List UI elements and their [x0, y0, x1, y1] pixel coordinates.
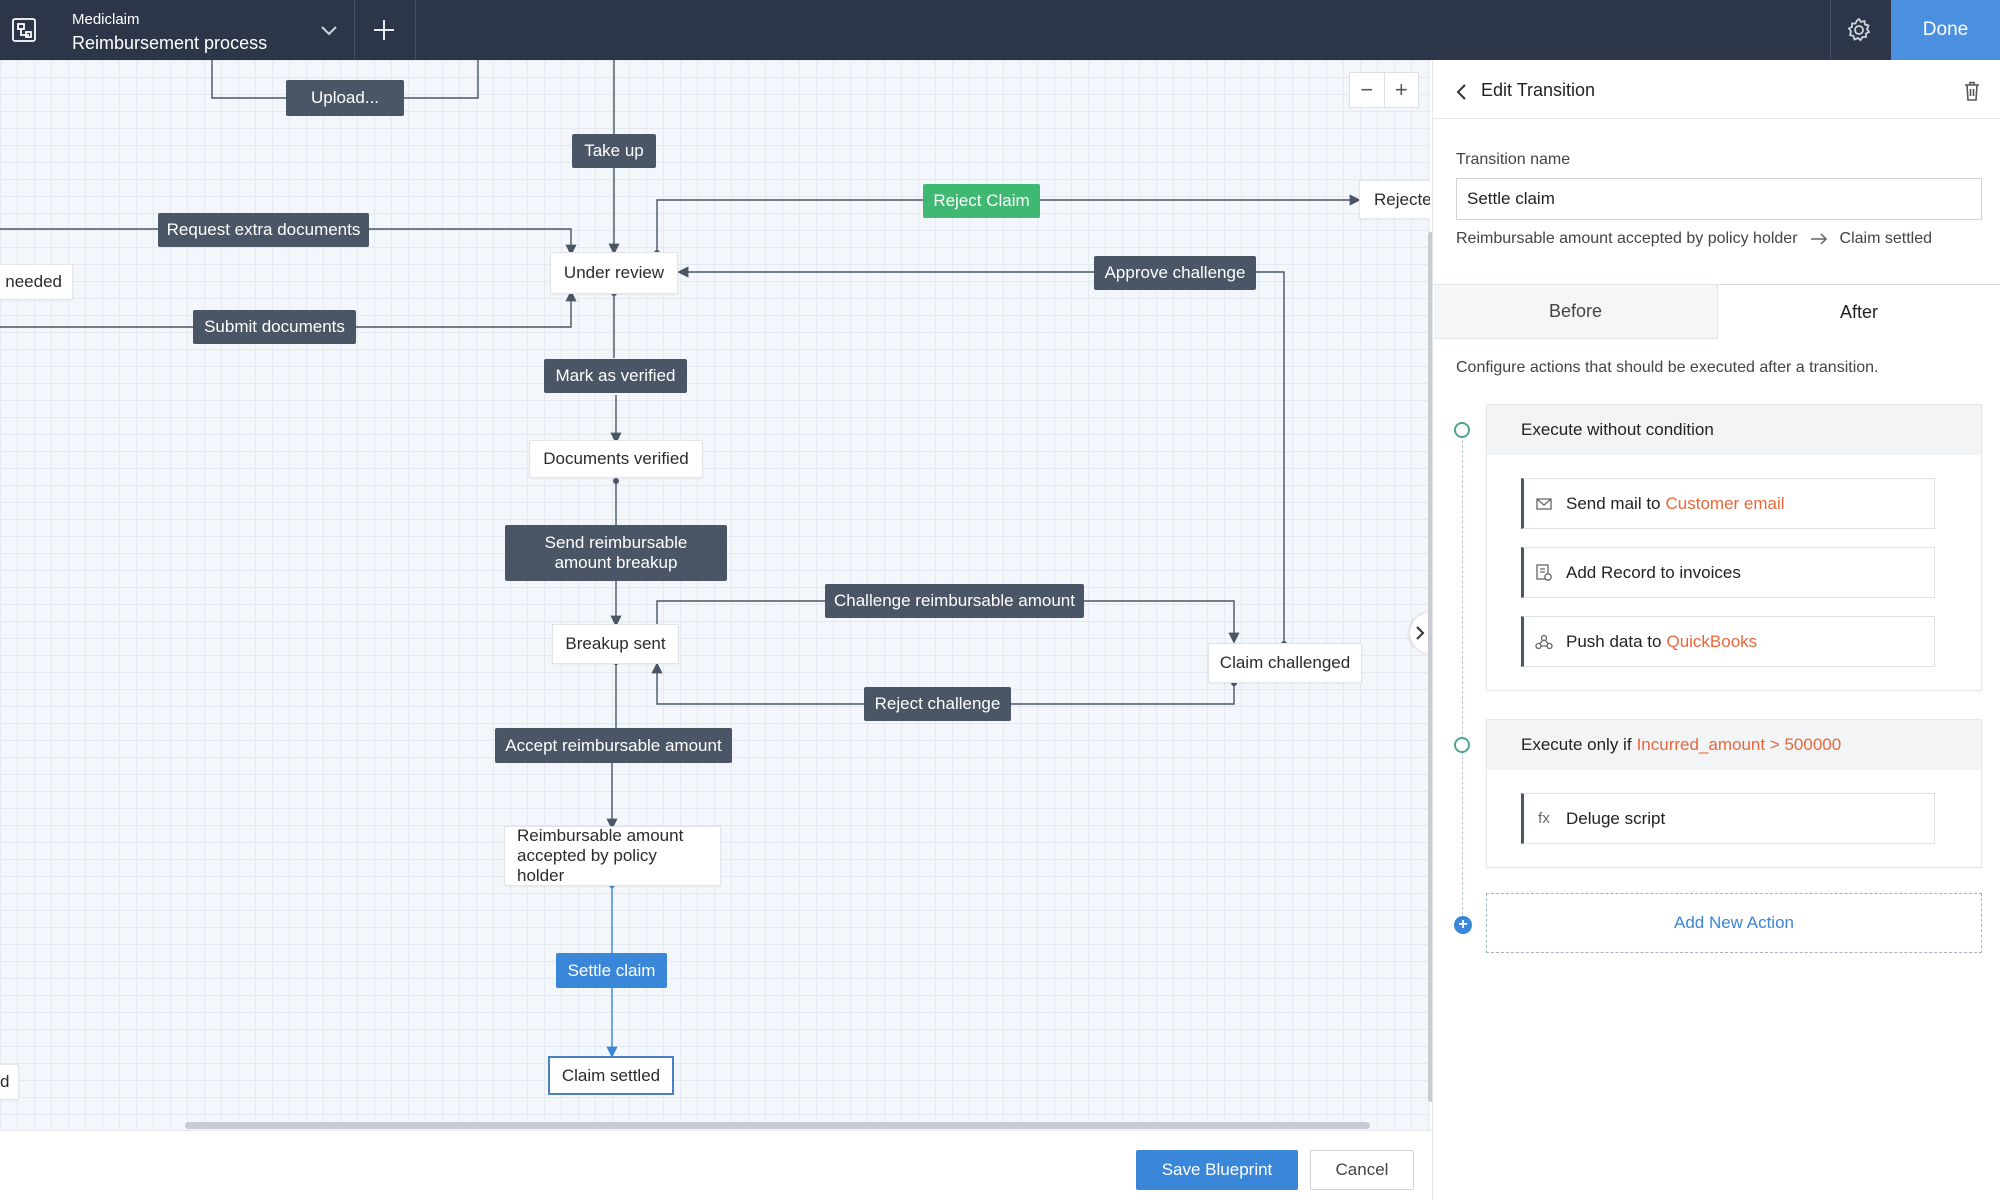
- record-icon: [1534, 563, 1554, 583]
- transition-accept-reimbursable-amount[interactable]: Accept reimbursable amount: [495, 728, 732, 763]
- transition-mark-as-verified[interactable]: Mark as verified: [544, 359, 687, 393]
- add-icon[interactable]: [370, 16, 398, 44]
- blueprint-icon[interactable]: [10, 16, 38, 44]
- transition-reject-claim[interactable]: Reject Claim: [923, 184, 1040, 218]
- state-breakup-sent[interactable]: Breakup sent: [553, 625, 678, 663]
- transition-name-input[interactable]: [1456, 178, 1982, 220]
- vertical-scrollbar[interactable]: [1428, 232, 1434, 1102]
- before-after-tabs: Before After: [1434, 284, 2000, 339]
- state-documents-verified[interactable]: Documents verified: [530, 441, 702, 477]
- transition-take-up[interactable]: Take up: [572, 134, 656, 168]
- transition-request-extra-documents[interactable]: Request extra documents: [158, 213, 369, 247]
- add-new-action-button[interactable]: Add New Action: [1486, 893, 1982, 953]
- trash-icon[interactable]: [1962, 80, 1982, 102]
- transition-path: Reimbursable amount accepted by policy h…: [1456, 230, 1932, 248]
- condition-expression[interactable]: Incurred_amount > 500000: [1636, 735, 1842, 754]
- state-under-review[interactable]: Under review: [551, 253, 677, 293]
- done-button[interactable]: Done: [1891, 0, 2000, 60]
- action-target[interactable]: Customer email: [1665, 493, 1785, 513]
- transition-send-reimbursable-amount[interactable]: Send reimbursable amount breakup: [505, 525, 727, 581]
- action-label: Push data to: [1566, 631, 1662, 651]
- mail-icon: [1534, 494, 1554, 514]
- transition-reject-challenge[interactable]: Reject challenge: [864, 687, 1011, 721]
- zoom-in-button[interactable]: +: [1394, 77, 1408, 102]
- arrow-right-icon: [1810, 233, 1827, 245]
- transition-name-label: Transition name: [1456, 151, 1571, 168]
- action-group-conditional: Execute only if Incurred_amount > 500000…: [1486, 719, 1982, 868]
- state-claim-settled[interactable]: Claim settled: [550, 1058, 672, 1093]
- to-state: Claim settled: [1839, 230, 1933, 247]
- action-target[interactable]: QuickBooks: [1666, 631, 1758, 651]
- action-add-record[interactable]: Add Record to invoices: [1521, 547, 1935, 598]
- back-arrow-icon[interactable]: [1452, 80, 1472, 104]
- blueprint-canvas[interactable]: s needed Rejecte Under review Documents …: [0, 60, 1430, 1130]
- chevron-right-icon: [1416, 626, 1425, 640]
- group-header: Execute without condition: [1487, 405, 1981, 455]
- group-title: Execute only if: [1521, 735, 1632, 754]
- divider: [354, 0, 355, 60]
- add-circle-icon[interactable]: +: [1454, 916, 1472, 934]
- group-header: Execute only if Incurred_amount > 500000: [1487, 720, 1981, 770]
- save-blueprint-button[interactable]: Save Blueprint: [1136, 1150, 1298, 1190]
- action-group-unconditional: Execute without condition Send mail to C…: [1486, 404, 1982, 691]
- state-partial-left[interactable]: d: [0, 1065, 18, 1099]
- top-bar: Mediclaim Reimbursement process Done: [0, 0, 2000, 60]
- collapse-panel-button[interactable]: [1410, 613, 1430, 653]
- webhook-icon: [1534, 632, 1554, 652]
- state-documents-needed[interactable]: s needed: [0, 265, 72, 299]
- tab-after[interactable]: After: [1718, 284, 2000, 339]
- panel-title: Edit Transition: [1481, 80, 1596, 100]
- zoom-out-button[interactable]: −: [1350, 73, 1385, 107]
- connector-lines: [0, 60, 1361, 1058]
- transition-upload[interactable]: Upload...: [286, 80, 404, 116]
- timeline-node: [1454, 737, 1470, 753]
- transition-submit-documents[interactable]: Submit documents: [193, 310, 356, 344]
- divider: [415, 0, 416, 60]
- module-name: Mediclaim: [72, 11, 140, 28]
- divider: [1830, 0, 1831, 60]
- zoom-controls: − +: [1349, 72, 1419, 108]
- from-state: Reimbursable amount accepted by policy h…: [1456, 230, 1798, 247]
- action-timeline: [1462, 440, 1463, 920]
- group-title: Execute without condition: [1521, 420, 1714, 439]
- transition-settle-claim[interactable]: Settle claim: [556, 953, 667, 988]
- blueprint-name[interactable]: Reimbursement process: [72, 33, 268, 53]
- transition-approve-challenge[interactable]: Approve challenge: [1094, 256, 1256, 290]
- cancel-button[interactable]: Cancel: [1310, 1150, 1414, 1190]
- after-description: Configure actions that should be execute…: [1456, 359, 1879, 376]
- action-label: Deluge script: [1566, 808, 1666, 828]
- divider: [1432, 118, 2000, 119]
- state-amount-accepted[interactable]: Reimbursable amount accepted by policy h…: [505, 826, 720, 885]
- gear-icon[interactable]: [1845, 16, 1873, 44]
- chevron-down-icon[interactable]: [316, 18, 342, 42]
- action-send-mail[interactable]: Send mail to Customer email: [1521, 478, 1935, 529]
- action-push-data[interactable]: Push data to QuickBooks: [1521, 616, 1935, 667]
- transition-challenge-reimbursable-amount[interactable]: Challenge reimbursable amount: [825, 584, 1084, 618]
- action-label: Add Record to invoices: [1566, 562, 1741, 582]
- horizontal-scrollbar[interactable]: [185, 1122, 1370, 1129]
- action-label: Send mail to: [1566, 493, 1661, 513]
- state-rejected[interactable]: Rejecte: [1360, 181, 1430, 218]
- function-icon: fx: [1538, 810, 1550, 827]
- action-deluge-script[interactable]: fx Deluge script: [1521, 793, 1935, 844]
- timeline-node: [1454, 422, 1470, 438]
- state-claim-challenged[interactable]: Claim challenged: [1209, 644, 1361, 682]
- tab-before[interactable]: Before: [1434, 284, 1718, 339]
